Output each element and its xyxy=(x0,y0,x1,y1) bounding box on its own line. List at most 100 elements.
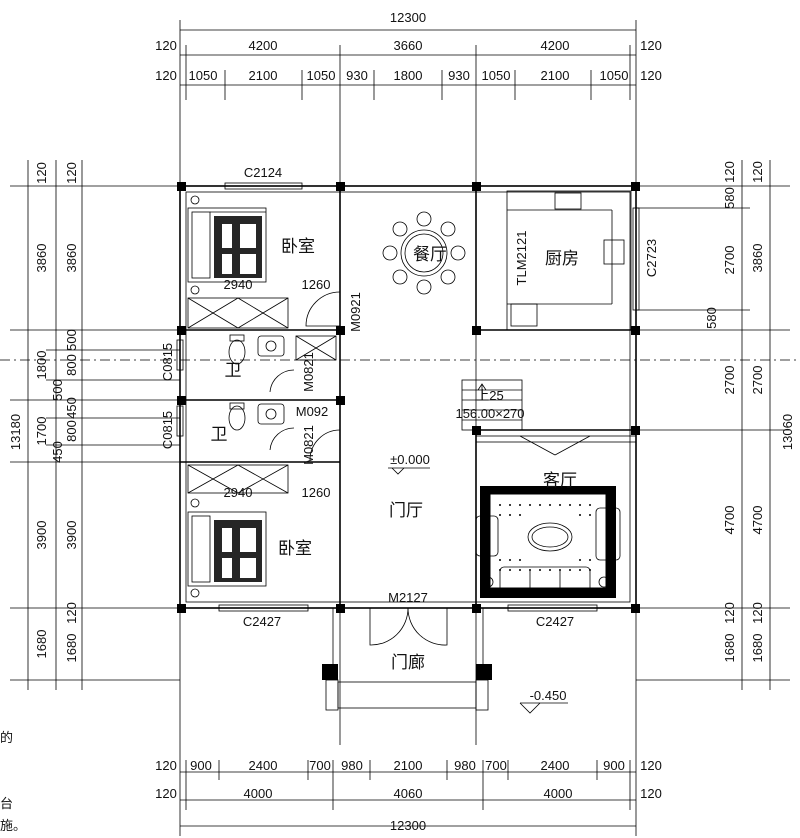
dim-label: 4700 xyxy=(750,506,765,535)
dim-label: 580 xyxy=(722,187,737,209)
door-tag: M0821 xyxy=(301,352,316,392)
wardrobe-dim: 2940 xyxy=(224,277,253,292)
dim-label: 1680 xyxy=(750,634,765,663)
left-dimensions: 120 3860 1800 1700 3900 1680 13180 120 3… xyxy=(8,160,180,690)
dim-label: 3900 xyxy=(34,521,49,550)
dim-label: 450 xyxy=(64,397,79,419)
dim-label: 1680 xyxy=(722,634,737,663)
dim-label: 120 xyxy=(640,68,662,83)
room-label-bath-2: 卫 xyxy=(211,425,228,445)
bed-bottom xyxy=(187,464,289,598)
dim-label: 3860 xyxy=(750,244,765,273)
window-tag: C2427 xyxy=(536,614,574,629)
dim-label: 120 xyxy=(750,602,765,624)
window-tag: C0815 xyxy=(160,343,175,381)
edge-note: 台 xyxy=(0,796,13,811)
window-tag: C2427 xyxy=(243,614,281,629)
dim-label: 120 xyxy=(155,68,177,83)
dim-label: 4200 xyxy=(249,38,278,53)
room-label-porch: 门廊 xyxy=(391,653,425,673)
door-tag: M092 xyxy=(296,404,329,419)
dim-label: 120 xyxy=(640,38,662,53)
dim-label: 2700 xyxy=(750,366,765,395)
dim-label: 1680 xyxy=(64,634,79,663)
dim-label: 800 xyxy=(64,420,79,442)
dim-label: 700 xyxy=(485,758,507,773)
dim-label: 980 xyxy=(454,758,476,773)
room-label-living: 客厅 xyxy=(543,471,577,491)
kitchen-fixtures xyxy=(507,192,625,327)
dim-label: 450 xyxy=(50,441,65,463)
dim-label: 1050 xyxy=(189,68,218,83)
level-mark-main: ±0.000 xyxy=(390,452,430,467)
right-dimensions: 120 580 2700 580 2700 4700 120 1680 120 … xyxy=(636,160,795,690)
porch xyxy=(325,608,568,714)
dim-label: 800 xyxy=(64,354,79,376)
room-label-bath-1: 卫 xyxy=(225,361,242,381)
room-label-bedroom-bottom: 卧室 xyxy=(278,539,312,559)
dim-label: 2100 xyxy=(541,68,570,83)
dim-label: 930 xyxy=(448,68,470,83)
bottom-dimensions: 120 900 2400 700 980 2100 980 700 2400 9… xyxy=(155,745,662,836)
dim-label: 4200 xyxy=(541,38,570,53)
dim-label: 120 xyxy=(34,162,49,184)
dim-label: 1050 xyxy=(600,68,629,83)
bathroom-fixtures xyxy=(228,334,337,431)
top-dimensions: 12300 120 4200 3660 4200 120 120 1050 21… xyxy=(155,10,662,100)
dim-label: 120 xyxy=(640,758,662,773)
dim-label: 120 xyxy=(155,38,177,53)
dim-label: 2400 xyxy=(249,758,278,773)
window-tag: C0815 xyxy=(160,411,175,449)
door-tag: M2127 xyxy=(388,590,428,605)
dim-label: 900 xyxy=(603,758,625,773)
edge-note: 的 xyxy=(0,730,13,745)
dim-label: 500 xyxy=(64,329,79,351)
edge-notes: 的 台 施。 xyxy=(0,730,26,833)
left-total-dim: 13180 xyxy=(8,414,23,450)
dim-label: 120 xyxy=(64,602,79,624)
window-tag: C2723 xyxy=(644,239,659,277)
wardrobe-dim: 2940 xyxy=(224,485,253,500)
door-tag: M0821 xyxy=(301,425,316,465)
dim-label: 3660 xyxy=(394,38,423,53)
door-tag: TLM2121 xyxy=(514,231,529,286)
dim-label: 2400 xyxy=(541,758,570,773)
dim-label: 1050 xyxy=(307,68,336,83)
bed-top xyxy=(187,195,289,329)
axis-lines xyxy=(0,100,800,745)
dim-label: 120 xyxy=(750,161,765,183)
dim-label: 2100 xyxy=(394,758,423,773)
dim-label: 120 xyxy=(155,758,177,773)
dim-label: 120 xyxy=(722,161,737,183)
door-tag: M0921 xyxy=(348,292,363,332)
top-total-dim: 12300 xyxy=(390,10,426,25)
dim-label: 980 xyxy=(341,758,363,773)
bottom-total-dim: 12300 xyxy=(390,818,426,833)
room-label-bedroom-top: 卧室 xyxy=(281,237,315,257)
window-tag: C2124 xyxy=(244,165,282,180)
dim-label: 1800 xyxy=(394,68,423,83)
dim-label: 4000 xyxy=(244,786,273,801)
dim-label: 4000 xyxy=(544,786,573,801)
dim-label: 1050 xyxy=(482,68,511,83)
dim-label: 120 xyxy=(64,162,79,184)
living-furniture xyxy=(475,435,637,598)
dim-label: 4700 xyxy=(722,506,737,535)
dim-label: 120 xyxy=(640,786,662,801)
dim-label: 2700 xyxy=(722,366,737,395)
room-label-dining: 餐厅 xyxy=(413,245,447,265)
dim-label: 1800 xyxy=(34,351,49,380)
room-label-kitchen: 厨房 xyxy=(545,249,579,269)
dim-label: 3900 xyxy=(64,521,79,550)
windows xyxy=(176,182,640,612)
dining-table xyxy=(382,211,466,295)
dim-label: 2700 xyxy=(722,246,737,275)
annotations: C2124 C2723 TLM2121 M0921 M0821 M0821 M0… xyxy=(160,165,659,703)
edge-note: 施。 xyxy=(0,818,26,833)
dim-label: 580 xyxy=(704,307,719,329)
columns xyxy=(177,182,640,680)
dim-label: 700 xyxy=(309,758,331,773)
room-label-hall: 门厅 xyxy=(389,501,423,521)
